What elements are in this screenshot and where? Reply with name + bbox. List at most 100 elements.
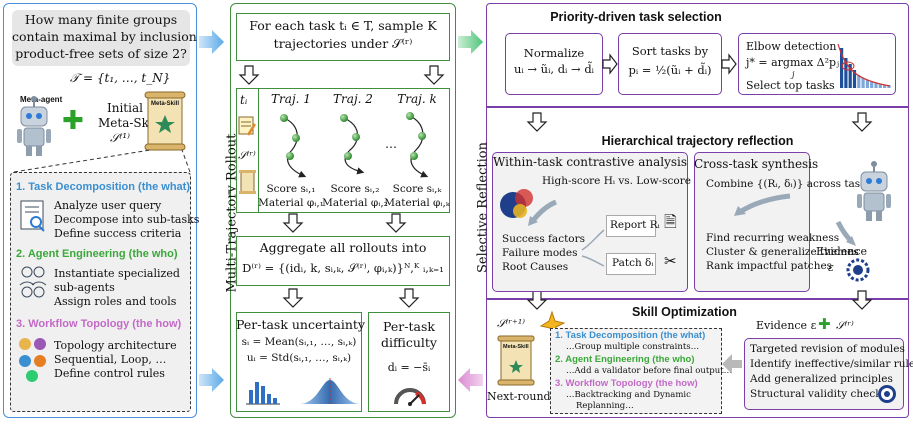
evidence-header: Evidence ε (756, 319, 817, 332)
evidence-sr: 𝒮⁽ʳ⁾ (836, 319, 854, 332)
next-round-label: Next-round (487, 390, 551, 403)
difficulty-box (368, 312, 450, 412)
trajectory-area (236, 88, 450, 213)
tools-icon: ✂ (664, 253, 677, 270)
sample-header-line-2: trajectories under 𝒮⁽ʳ⁾ (273, 36, 413, 51)
left-section-2-title: 2. Agent Engineering (the who) (16, 248, 178, 260)
cross-item-1: Find recurring weakness (706, 232, 840, 244)
elbow-bar (848, 64, 852, 88)
left-section-3-title: 3. Workflow Topology (the how) (16, 318, 182, 330)
left-section-1-item-2: Decompose into sub-tasks (54, 213, 200, 226)
traj-2-score: Score sᵢ,₂ (330, 183, 380, 195)
right-panel (486, 3, 909, 418)
elbow-bar (870, 82, 874, 88)
left-section-3-item-1: Topology architecture (54, 339, 177, 352)
skill-section-2-detail: …Add a validator before final output… (566, 366, 733, 376)
difficulty-title-1: Per-task (383, 319, 435, 334)
revision-item-2: Identify ineffective/similar rules (750, 358, 913, 370)
question-box (12, 10, 190, 66)
initial-label-3: 𝒮⁽¹⁾ (110, 131, 130, 145)
trajectory-divider-1 (258, 88, 259, 213)
skill-replanning: Replanning… (576, 401, 634, 411)
left-section-1-item-3: Define success criteria (54, 227, 182, 240)
elbow-formula: j* = argmax Δ²pⱼ (746, 56, 839, 69)
revision-item-1: Targeted revision of modules (750, 343, 905, 355)
meta-agent-label: Meta-agent (20, 95, 63, 104)
uncertainty-title: Per-task uncertainty (236, 317, 365, 332)
sort-box (618, 33, 722, 95)
left-section-2-item-2: sub-agents (54, 281, 115, 294)
elbow-bar (852, 70, 857, 88)
aggregate-line-1: Aggregate all rollouts into (259, 240, 427, 255)
traj-k-material: Material φᵢ,ₖ (384, 197, 450, 209)
right-divider-2 (486, 298, 909, 300)
arrow-mid-to-right (458, 30, 483, 54)
elbow-bar (874, 83, 878, 88)
traj-k-score: Score sᵢ,ₖ (392, 183, 442, 195)
traj-k-name: Traj. k (397, 92, 437, 106)
question-line-2: contain maximal by inclusion (12, 29, 197, 44)
traj-ellipsis: … (385, 137, 397, 151)
revision-item-3: Add generalized principles (750, 373, 893, 385)
traj-k-path (406, 112, 429, 178)
cross-item-3: Rank impactful patches (706, 260, 833, 272)
cross-sub: Combine {(Rᵢ, δᵢ)} across tasks (706, 178, 872, 190)
evidence-symbol: ε (828, 261, 834, 274)
skill-title: Skill Optimization (632, 305, 737, 319)
report-box (606, 215, 656, 237)
aggregate-formula: D⁽ʳ⁾ = {(idᵢ, k, sᵢ,ₖ, 𝒮⁽ʳ⁾, φᵢ,ₖ)}ᴺ,ᴷ ᵢ… (242, 261, 444, 275)
uncertainty-mean: sᵢ = Mean(sᵢ,₁, …, sᵢ,ₖ) (241, 336, 357, 348)
left-section-1-title: 1. Task Decomposition (the what) (16, 181, 190, 193)
revision-box (744, 338, 904, 410)
initial-label-2: Meta-Skill (98, 116, 161, 130)
uncertainty-std: uᵢ = Std(sᵢ,₁, …, sᵢ,ₖ) (246, 352, 352, 364)
sample-header-box (236, 13, 450, 61)
report-label: Report Rᵢ (610, 219, 660, 231)
elbow-bar (840, 48, 844, 88)
question-line-1: How many finite groups (24, 12, 178, 27)
skill-section-3-detail: …Backtracking and Dynamic (566, 390, 691, 400)
traj-1-name: Traj. 1 (271, 92, 311, 106)
elbow-bar (865, 80, 869, 88)
traj-2-material: Material φᵢ,₂ (322, 197, 388, 209)
cross-item-2: Cluster & generalize themes (706, 246, 859, 258)
priority-title: Priority-driven task selection (550, 10, 722, 24)
elbow-title: Elbow detection (746, 40, 837, 53)
cross-title: Cross-task synthesis (694, 157, 819, 171)
aggregate-box (236, 236, 450, 286)
traj-1-material: Material φᵢ,₁ (258, 197, 324, 209)
elbow-subscript: j (792, 70, 795, 79)
left-section-2-item-1: Instantiate specialized (54, 267, 180, 280)
left-panel (3, 3, 197, 418)
middle-panel (230, 3, 456, 418)
sample-header-line-1: For each task tᵢ ∈ T, sample K (249, 18, 437, 33)
elbow-bar (857, 75, 861, 88)
skill-section-1-detail: …Group multiple constraints… (566, 342, 700, 352)
elbow-box (738, 33, 896, 95)
arrow-left-to-mid-top (199, 30, 224, 54)
cross-task-box (694, 152, 810, 292)
skill-section-3-title: 3. Workflow Topology (the how) (555, 378, 698, 389)
arrow-left-to-mid-bottom (199, 368, 224, 392)
left-section-3-item-3: Define control rules (54, 367, 165, 380)
left-section-1-item-1: Analyze user query (54, 199, 162, 212)
initial-label-1: Initial (107, 101, 143, 115)
revision-item-4: Structural validity check (750, 388, 882, 400)
